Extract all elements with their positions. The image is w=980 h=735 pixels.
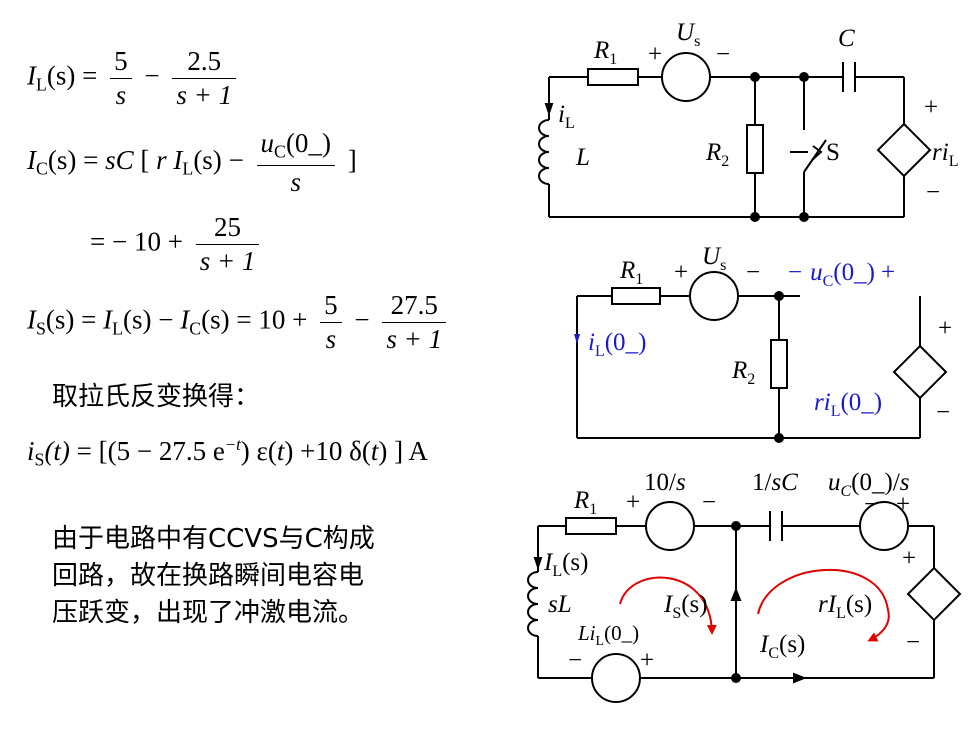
svg-text:−: − bbox=[926, 179, 940, 206]
source-10-over-s bbox=[645, 501, 695, 551]
svg-text:−: − bbox=[746, 259, 760, 286]
svg-text:−: − bbox=[906, 629, 920, 656]
inverse-transform-text: 取拉氏反变换得： bbox=[52, 382, 261, 412]
svg-text:IS(s): IS(s) bbox=[663, 591, 708, 622]
eq-is-time: iS(t) = [(5 − 27.5 e−t) ε(t) +10 δ(t) ] … bbox=[27, 435, 428, 470]
svg-text:+: + bbox=[938, 315, 952, 342]
eq1-minus: − bbox=[144, 60, 160, 91]
svg-text:S: S bbox=[826, 139, 840, 166]
note-line-2: 回路，故在换路瞬间电容电 bbox=[52, 561, 365, 591]
inductor-sL bbox=[527, 571, 539, 637]
svg-text:R1: R1 bbox=[619, 257, 643, 288]
resistor-R2-2 bbox=[770, 339, 788, 389]
note-line-3: 压跃变，出现了冲激电流。 bbox=[52, 598, 365, 628]
svg-text:riL: riL bbox=[932, 139, 958, 170]
svg-text:C: C bbox=[838, 25, 855, 52]
resistor-R1-2 bbox=[611, 287, 661, 305]
svg-text:−: − bbox=[702, 489, 716, 516]
source-Us bbox=[661, 52, 711, 102]
circuit-2 bbox=[576, 271, 948, 443]
eq1-lhs-sub: L bbox=[36, 74, 47, 95]
ccvs-1 bbox=[876, 122, 932, 178]
resistor-R1 bbox=[587, 68, 639, 86]
svg-text:10/s: 10/s bbox=[644, 469, 686, 496]
circuit-1 bbox=[538, 52, 932, 222]
svg-text:riL(0_): riL(0_) bbox=[814, 389, 882, 420]
circuit-2-blue-labels: −uC(0_)+ iL(0_) riL(0_) bbox=[588, 259, 895, 420]
svg-text:−: − bbox=[936, 399, 950, 426]
svg-text:+: + bbox=[648, 41, 662, 68]
source-Li0 bbox=[591, 653, 641, 703]
svg-text:iL: iL bbox=[558, 101, 575, 132]
circuit-1-labels: R1 + Us − C + riL − iL L R2 S bbox=[558, 19, 958, 206]
svg-text:sL: sL bbox=[548, 591, 572, 618]
svg-text:+: + bbox=[902, 545, 916, 572]
resistor-R1-3 bbox=[565, 517, 617, 535]
circuit-3 bbox=[527, 501, 962, 703]
loop-current-left bbox=[619, 576, 717, 635]
svg-text:−uC(0_)+: −uC(0_)+ bbox=[788, 259, 895, 290]
svg-text:1/sC: 1/sC bbox=[752, 469, 798, 496]
eq1-arg: (s) bbox=[46, 60, 76, 91]
ccvs-3 bbox=[906, 566, 962, 622]
svg-text:R1: R1 bbox=[593, 37, 617, 68]
loop-current-right bbox=[757, 568, 890, 642]
svg-text:LiL(0_): LiL(0_) bbox=[577, 621, 639, 649]
svg-text:uC(0_)/s: uC(0_)/s bbox=[828, 469, 910, 500]
svg-text:IL(s): IL(s) bbox=[543, 549, 589, 580]
resistor-R2 bbox=[746, 124, 764, 174]
svg-text:R1: R1 bbox=[573, 487, 597, 518]
note-line-1: 由于电路中有CCVS与C构成 bbox=[52, 524, 375, 554]
svg-text:R2: R2 bbox=[731, 357, 755, 388]
svg-text:+: + bbox=[924, 94, 938, 121]
eq-IC: IC(s) = sC [ r IL(s) − uC(0_)s ] bbox=[27, 128, 357, 197]
svg-text:+: + bbox=[674, 259, 688, 286]
svg-text:−: − bbox=[864, 491, 878, 518]
svg-text:−: − bbox=[716, 41, 730, 68]
svg-text:rIL(s): rIL(s) bbox=[818, 591, 872, 622]
svg-text:Us: Us bbox=[676, 19, 700, 50]
inductor-L bbox=[538, 119, 550, 185]
svg-text:L: L bbox=[575, 144, 590, 171]
svg-text:+: + bbox=[640, 647, 654, 674]
svg-text:−: − bbox=[568, 647, 582, 674]
svg-text:IC(s): IC(s) bbox=[759, 631, 805, 662]
ccvs-2 bbox=[892, 344, 948, 400]
circuit-3-labels: R1 + 10/s − 1/sC uC(0_)/s − + + − IL(s) … bbox=[543, 469, 920, 674]
eq1-lhs: I bbox=[27, 60, 36, 91]
svg-text:iL(0_): iL(0_) bbox=[588, 329, 646, 360]
eq1-equals: = bbox=[82, 60, 98, 91]
circuit-2-labels: R1 + Us − + − R2 bbox=[619, 243, 952, 426]
circuit-3-loop-arrows bbox=[619, 568, 890, 642]
svg-text:+: + bbox=[626, 489, 640, 516]
source-Us-2 bbox=[689, 271, 739, 321]
svg-text:+: + bbox=[896, 491, 910, 518]
svg-text:R2: R2 bbox=[705, 139, 729, 170]
eq2-frac: uC(0_)s bbox=[256, 130, 335, 196]
svg-text:Us: Us bbox=[702, 243, 726, 274]
